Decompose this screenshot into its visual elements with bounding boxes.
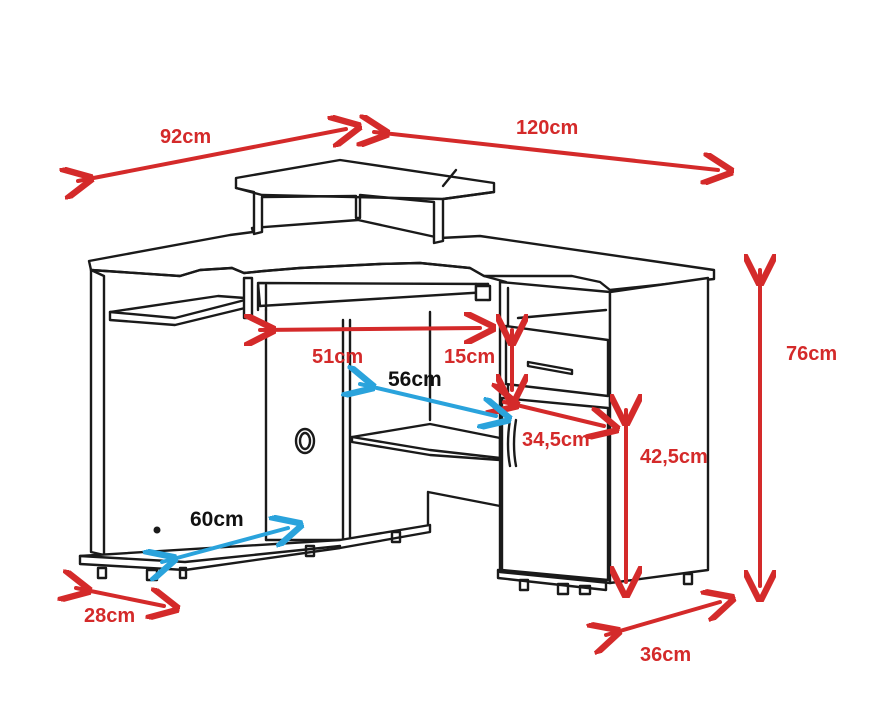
middle-shelf (350, 422, 502, 462)
arrow-cabinet-width (504, 402, 604, 426)
left-side-panel (89, 268, 106, 557)
keyboard-tray (256, 281, 492, 312)
footrest-board (78, 523, 432, 572)
arrow-left-depth (76, 588, 164, 606)
arrow-right-width (374, 132, 718, 170)
label-shelf-depth: 56cm (388, 368, 442, 391)
back-lower-panel (426, 490, 502, 530)
left-shelf (108, 276, 254, 327)
center-panels (264, 308, 432, 542)
label-left-width: 92cm (160, 126, 211, 148)
arrow-keyboard-tray (260, 328, 480, 330)
arrow-left-width (78, 129, 346, 181)
label-cabinet-height: 42,5cm (640, 446, 708, 468)
dimension-labels: 92cm 120cm 76cm 51cm 15cm 56cm 34,5cm 42… (84, 117, 837, 666)
arrow-right-depth (606, 602, 720, 635)
label-left-depth: 28cm (84, 605, 135, 627)
label-height: 76cm (786, 343, 837, 365)
label-drawer-height: 15cm (444, 346, 495, 368)
desktop-surface (87, 218, 716, 292)
arrow-shelf-depth (360, 384, 496, 416)
desk-drawing (78, 158, 716, 596)
dimension-arrows (76, 129, 760, 635)
label-keyboard-tray: 51cm (312, 346, 363, 368)
label-right-depth: 36cm (640, 644, 691, 666)
label-footrest: 60cm (190, 508, 244, 531)
label-right-width: 120cm (516, 117, 578, 139)
arrow-footrest (162, 528, 288, 562)
label-cabinet-width: 34,5cm (522, 429, 590, 451)
